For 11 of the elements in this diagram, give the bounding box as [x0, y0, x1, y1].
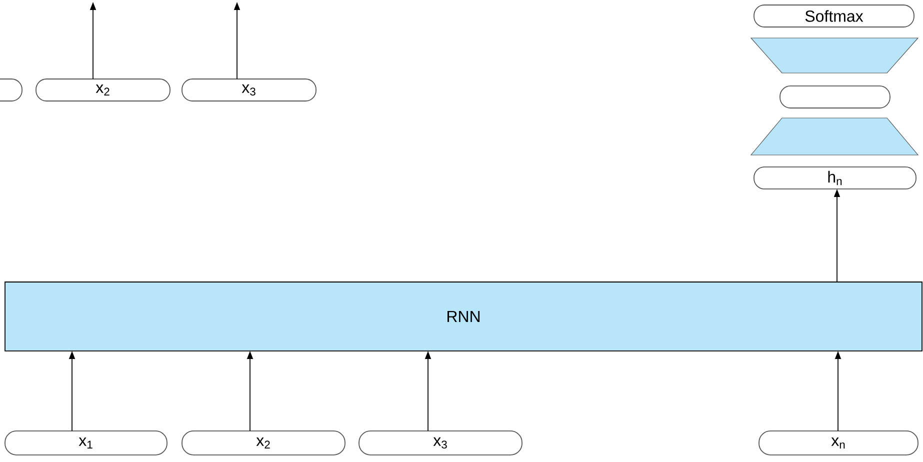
rnn-box: RNN — [4, 282, 922, 352]
rounded-box: x$_{2}$ — [36, 78, 170, 102]
rounded-box: x$_{1}$ — [4, 430, 168, 456]
rounded-box — [0, 78, 22, 102]
rounded-box — [780, 86, 890, 108]
rounded-box: Softmax — [754, 4, 914, 28]
rounded-box: x$_{n}$ — [758, 430, 918, 456]
rounded-box: x$_{3}$ — [182, 78, 316, 102]
rounded-box: x$_{2}$ — [182, 430, 346, 456]
rounded-box: x$_{3}$ — [358, 430, 522, 456]
rounded-box: h$_{n}$ — [754, 166, 916, 190]
